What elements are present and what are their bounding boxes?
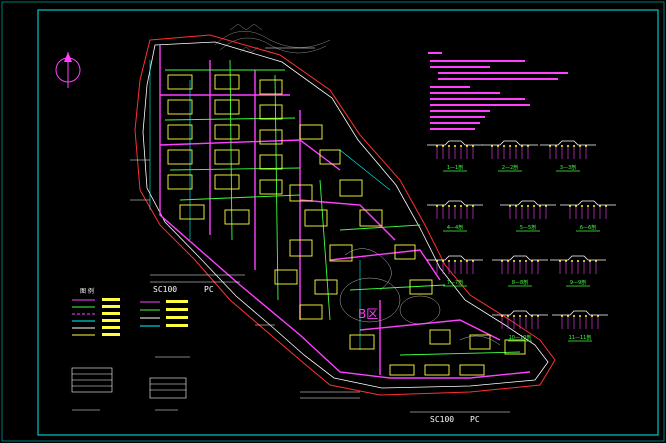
north-arrow-icon [55,52,81,88]
section-detail: 8—8剖 [492,255,548,287]
section-label: 11—11剖 [569,334,592,341]
main-road [142,41,549,389]
legend-title: 图 例 [80,287,94,295]
section-detail: 4—4剖 [427,200,483,232]
drawing-frame [37,9,659,436]
pipe-network-cyan [149,60,391,350]
pipe-label-lower-code: SC100 [430,415,454,424]
section-detail: 3—3剖 [540,140,596,172]
section-detail: 2—2剖 [482,140,538,172]
detail-box-right [149,356,190,411]
annotation-leaders [130,47,360,399]
section-label: 4—4剖 [447,224,463,231]
section-detail: 5—5剖 [500,200,556,232]
section-label: 1—1剖 [447,164,463,171]
pipe-label-lower-suffix: PC [470,415,480,424]
section-details: 1—1剖 2—2剖 3—3剖 4—4剖 5—5剖 6—6剖 7—7剖 8—8剖 9—9剖 10—1… [427,140,616,342]
landscape-area [339,248,501,346]
pipe-network-green [164,59,521,356]
section-detail: 11—11剖 [552,310,608,342]
section-label: 9—9剖 [570,279,586,286]
section-label: 5—5剖 [520,224,536,231]
hill-contours [214,23,331,54]
section-label: 3—3剖 [560,164,576,171]
section-detail: 6—6剖 [560,200,616,232]
section-label: 8—8剖 [512,279,528,286]
section-detail: 1—1剖 [427,140,483,172]
section-label: 2—2剖 [502,164,518,171]
section-label: 6—6剖 [580,224,596,231]
pipe-network-magenta [159,45,531,379]
design-notes [428,52,568,130]
pipe-label-upper: SC100 PC [150,281,240,294]
section-detail: 10—10剖 [492,310,548,342]
section-detail: 7—7剖 [427,255,483,287]
zone-label: B区 [358,307,378,321]
section-label: 10—10剖 [509,334,532,341]
pipe-label-lower: SC100 PC [410,411,510,424]
detail-box-left [71,367,113,411]
legend: 图 例 [72,287,188,336]
pipe-label-upper-suffix: PC [204,285,214,294]
pipe-label-upper-code: SC100 [153,285,177,294]
section-detail: 9—9剖 [550,255,606,287]
buildings [167,74,526,376]
site-boundary [134,34,556,396]
section-label: 7—7剖 [447,279,463,286]
